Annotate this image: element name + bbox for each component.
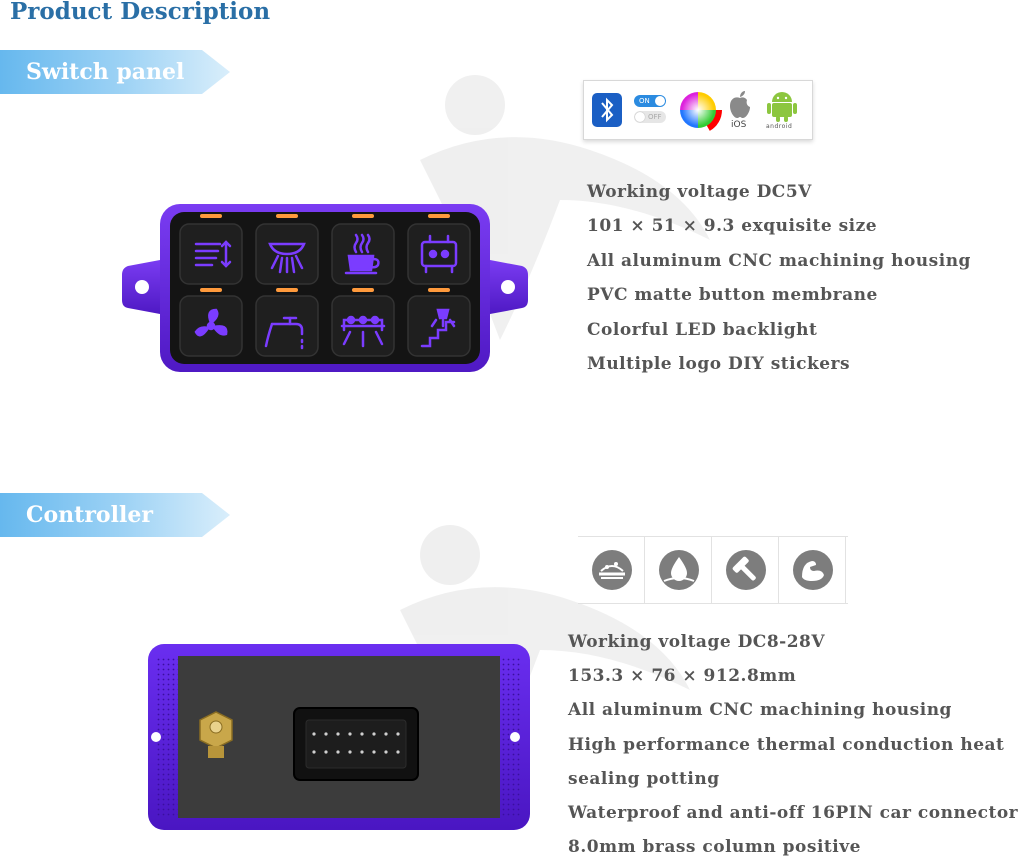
durable-icon [793,550,833,590]
spec-item: All aluminum CNC machining housing [568,700,952,721]
bluetooth-icon [592,93,622,127]
app-compatibility-strip: ON OFF iOS android [583,80,813,140]
fan-icon [194,308,228,337]
toggle-off-label: OFF [648,113,662,121]
spec-item: Waterproof and anti-off 16PIN car connec… [568,802,1018,823]
compressor-icon [420,234,458,274]
faucet-icon [264,316,304,350]
lift-arrows-icon [194,240,232,268]
color-wheel-icon [674,86,722,134]
apple-icon [730,91,750,118]
spec-item: PVC matte button membrane [587,285,878,306]
section-banner-controller: Controller [0,493,230,537]
light-bar-icon [340,315,386,348]
feature-cell [712,537,779,603]
waterproof-icon [659,550,699,590]
controller-spec-list: Working voltage DC8-28V 153.3 × 76 × 912… [568,628,1018,867]
spec-item: sealing potting [568,768,720,789]
toggle-on-label: ON [639,97,650,105]
feature-cell [779,537,846,603]
stair-light-icon [420,308,456,348]
connector-16pin-icon [293,707,419,781]
spec-item: All aluminum CNC machining housing [587,250,971,271]
page-title: Product Description [10,0,271,25]
dustproof-icon [592,550,632,590]
feature-cell [578,537,645,603]
spec-item: Working voltage DC8-28V [568,632,826,652]
spec-item: High performance thermal conduction heat [568,734,1005,755]
section-banner-switch-panel: Switch panel [0,50,230,94]
spec-item: Working voltage DC5V [587,182,812,202]
spec-item: Multiple logo DIY stickers [587,353,851,374]
spec-item: 8.0mm brass column positive [568,837,861,858]
coffee-cup-icon [344,233,380,275]
ios-label: iOS [731,120,747,130]
switch-panel-image [122,204,528,372]
spec-item: 153.3 × 76 × 912.8mm [568,666,797,687]
hammer-icon [726,550,766,590]
feature-icon-strip [578,536,848,604]
android-label: android [766,123,793,130]
android-icon [767,92,797,122]
spec-item: 101 × 51 × 9.3 exquisite size [587,216,878,237]
controller-image [148,644,530,830]
brass-terminal-icon [199,711,233,758]
toggle-switch-icon: ON OFF [634,95,668,125]
switch-panel-spec-list: Working voltage DC5V 101 × 51 × 9.3 exqu… [587,178,971,384]
feature-cell [645,537,712,603]
dome-light-icon [268,242,306,274]
spec-item: Colorful LED backlight [587,319,818,340]
